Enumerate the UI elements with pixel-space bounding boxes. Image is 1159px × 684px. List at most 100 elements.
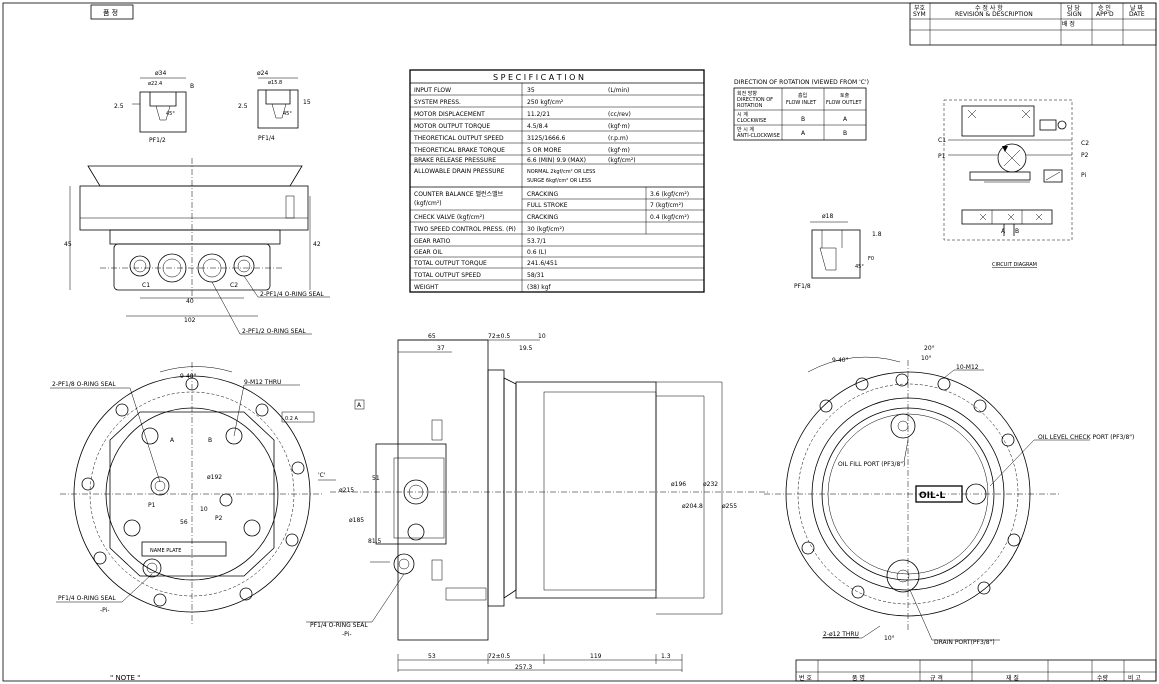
spec-row-value: 35	[527, 87, 535, 94]
side-dim-37: 37	[437, 345, 445, 352]
side-note-pi: -Pi-	[342, 631, 351, 638]
rev-sym-line2: SYM	[913, 11, 926, 18]
spec-row2-value: 53.7/1	[527, 238, 546, 245]
rotation-r1b: CLOCKWISE	[737, 118, 766, 124]
side-view: 65 72±0.5 10 37 19.5 A 'C' ø215 51 ø185 …	[306, 333, 770, 672]
oil-level-label: OIL-L	[919, 491, 945, 501]
left-angle: 9-40°	[180, 373, 197, 380]
side-dim-65: 65	[428, 333, 436, 340]
spec-check-value: 0.4 (kgf/cm²)	[650, 214, 689, 221]
pf18-d2: 1.8	[872, 231, 882, 238]
left-note-pi: -Pi-	[100, 607, 109, 614]
spec-cb-label: COUNTER BALANCE 밸런스밸브	[414, 190, 504, 198]
spec-drain-label: ALLOWABLE DRAIN PRESSURE	[414, 168, 505, 175]
left-port-p2: P2	[215, 515, 223, 522]
spec-row-value: 4.5/8.4	[527, 123, 548, 130]
rev-appd-line1: 승 인	[1098, 5, 1111, 12]
front-view: 45 42 C1 C2 40 102 2-PF1/4 O-RING SEAL 2…	[64, 158, 330, 335]
port-detail-pf14: ø24 ø15.8 15 2.5 45° PF1/4	[238, 70, 311, 142]
rotation-r2a: 반 시 계	[737, 126, 754, 133]
rotation-h3b: FLOW OUTLET	[826, 100, 863, 106]
spec-row-value: 3125/1666.6	[527, 135, 565, 142]
rotation-title: DIRECTION OF ROTATION (VIEWED FROM 'C')	[734, 79, 869, 86]
oil-level-plate	[915, 485, 963, 503]
note-label: " NOTE "	[110, 674, 140, 682]
rev-sign-line1: 담 당	[1067, 4, 1080, 12]
left-port-a: A	[170, 437, 175, 444]
rotation-r1a: 시 계	[737, 111, 748, 118]
parts-col-remark: 비 고	[1128, 674, 1141, 682]
spec-row-label: THEORETICAL BRAKE TORQUE	[413, 147, 505, 154]
oil-check-note: OIL LEVEL CHECK PORT (PF3/8")	[1038, 434, 1134, 441]
right-end-view: OIL-L 9-40° 10° 20° 10-M12 OIL LEVEL CHE…	[764, 345, 1134, 646]
left-dim-10: 10	[200, 506, 208, 513]
spec-title: S P E C I F I C A T I O N	[493, 73, 584, 82]
spec-row2-value: 58/31	[527, 272, 544, 279]
spec-row-unit: (L/min)	[608, 87, 629, 94]
circuit-b: B	[1015, 228, 1019, 235]
drain-note: DRAIN PORT(PF3/8")	[934, 639, 995, 646]
left-port-p1: P1	[148, 502, 156, 509]
front-c1: C1	[142, 282, 150, 289]
spec-row-label: SYSTEM PRESS.	[414, 99, 461, 106]
spec-row-label: MOTOR DISPLACEMENT	[414, 111, 485, 118]
right-angle-3: 20°	[924, 345, 935, 352]
side-note-pf14: PF1/4 O-RING SEAL	[310, 622, 368, 629]
side-dia-215: ø215	[339, 487, 354, 494]
circuit-title: CIRCUIT DIAGRAM	[992, 262, 1037, 268]
front-height-right: 42	[313, 241, 321, 248]
rotation-r1-inlet: B	[801, 116, 805, 123]
pf14-d1: ø24	[257, 70, 268, 77]
rotation-h2b: FLOW INLET	[786, 100, 817, 106]
circuit-a: A	[1001, 228, 1006, 235]
spec-row-label: INPUT FLOW	[414, 87, 451, 94]
corner-tag-text: 품 정	[103, 8, 118, 17]
corner-tag: 품 정	[90, 4, 134, 20]
left-dim-56: 56	[180, 519, 188, 526]
spec-row-value: 250 kgf/cm²	[527, 99, 564, 106]
circuit-c2: C2	[1081, 140, 1089, 147]
circuit-diagram: C1 C2 P1 P2 Pi A B CIRCUIT DIAGRAM	[938, 99, 1089, 268]
front-note-pf14: 2-PF1/4 O-RING SEAL	[260, 291, 324, 298]
spec-check-cracking: CRACKING	[527, 214, 558, 221]
spec-row-unit: (cc/rev)	[608, 111, 631, 118]
spec-row2-label: GEAR OIL	[414, 249, 443, 256]
right-thru-note: 10-M12	[956, 364, 979, 371]
pf12-d4: 2.5	[114, 103, 124, 110]
circuit-pi: Pi	[1081, 172, 1086, 179]
front-width-102: 102	[184, 317, 196, 324]
pf14-label: PF1/4	[258, 135, 275, 142]
rev-appd-line2: APP'D	[1096, 11, 1114, 18]
spec-cb-unit: (kgf/cm²)	[414, 200, 442, 207]
nameplate-label: NAME PLATE	[150, 548, 181, 554]
spec-row-unit: (r.p.m)	[608, 135, 628, 142]
spec-cb-cracking: CRACKING	[527, 191, 558, 198]
front-width-40: 40	[186, 298, 194, 305]
rev-sign-line2: SIGN	[1067, 11, 1082, 18]
spec-drain-normal: NORMAL 2kgf/cm² OR LESS	[527, 169, 595, 175]
pf12-angle: 45°	[166, 111, 175, 117]
front-c2: C2	[230, 282, 238, 289]
left-tolerance: 0.2 A	[285, 416, 299, 422]
rotation-r2-outlet: B	[843, 130, 847, 137]
parts-col-no: 번 호	[799, 674, 812, 682]
spec-row-label: MOTOR OUTPUT TORQUE	[414, 123, 490, 130]
side-datum-a: A	[357, 402, 362, 409]
spec-row-value: 5 OR MORE	[527, 147, 562, 154]
left-note-pf14: PF1/4 O-RING SEAL	[58, 595, 116, 602]
side-dim-815: 81.5	[368, 538, 382, 545]
spec-row-value: 11.2/21	[527, 111, 550, 118]
spec-row-value: 6.6 (MIN) 9.9 (MAX)	[527, 157, 586, 164]
spec-row-label: BRAKE RELEASE PRESSURE	[414, 157, 496, 164]
left-note-pf18: 2-PF1/8 O-RING SEAL	[52, 381, 116, 388]
side-view-c: 'C'	[318, 472, 326, 479]
pf12-b: B	[190, 83, 194, 90]
pf12-d2: ø22.4	[148, 81, 162, 87]
rotation-h3a: 토출	[840, 92, 850, 99]
rotation-r1-outlet: A	[843, 116, 848, 123]
spec-row2-label: TOTAL OUTPUT TORQUE	[413, 260, 487, 267]
rotation-h1c: ROTATION	[737, 103, 763, 109]
bolt-hole-ring	[81, 377, 305, 607]
spec-row-unit: (kgf·m)	[608, 147, 630, 154]
